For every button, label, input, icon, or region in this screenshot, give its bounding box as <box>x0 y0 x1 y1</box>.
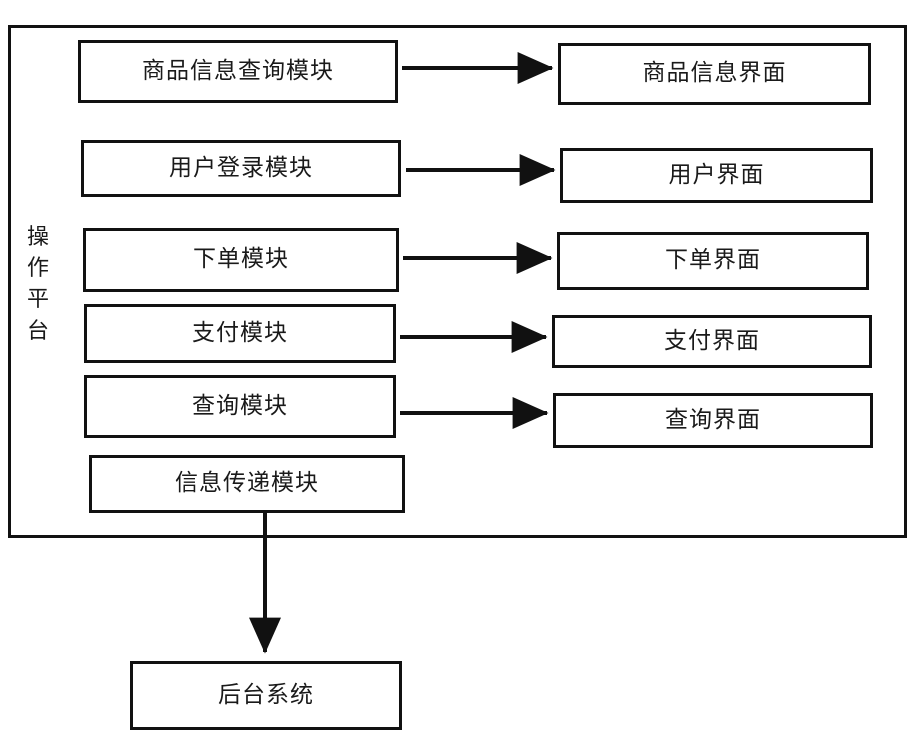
backend-system-box[interactable]: 后台系统 <box>130 661 402 730</box>
module-box-payment[interactable]: 支付模块 <box>84 304 396 363</box>
module-box-product-info-query[interactable]: 商品信息查询模块 <box>78 40 398 103</box>
module-label: 支付模块 <box>192 319 288 346</box>
interface-box-query[interactable]: 查询界面 <box>553 393 873 448</box>
platform-label-char-1: 操 <box>26 225 49 250</box>
operating-platform-frame <box>8 25 907 538</box>
platform-label-char-4: 台 <box>26 318 49 344</box>
module-label: 信息传递模块 <box>175 470 319 497</box>
platform-label-char-2: 作 <box>26 256 49 282</box>
interface-label: 查询界面 <box>665 406 761 433</box>
interface-label: 用户界面 <box>668 161 765 188</box>
module-label: 下单模块 <box>193 246 289 273</box>
module-box-user-login[interactable]: 用户登录模块 <box>81 140 401 197</box>
platform-label-char-3: 平 <box>26 287 49 313</box>
operating-platform-label: 操 作 平 台 <box>21 222 55 347</box>
backend-system-label: 后台系统 <box>218 681 314 708</box>
module-label: 查询模块 <box>192 392 288 419</box>
module-box-query[interactable]: 查询模块 <box>84 375 396 438</box>
interface-label: 支付界面 <box>664 327 760 354</box>
interface-box-user[interactable]: 用户界面 <box>560 148 873 203</box>
interface-box-payment[interactable]: 支付界面 <box>552 315 872 368</box>
interface-label: 商品信息界面 <box>642 60 787 87</box>
module-box-info-transfer[interactable]: 信息传递模块 <box>89 455 405 513</box>
module-label: 用户登录模块 <box>169 154 313 181</box>
interface-box-order[interactable]: 下单界面 <box>557 232 869 290</box>
interface-box-product-info[interactable]: 商品信息界面 <box>558 43 871 105</box>
module-label: 商品信息查询模块 <box>142 57 334 84</box>
interface-label: 下单界面 <box>665 247 761 274</box>
module-box-order[interactable]: 下单模块 <box>83 228 399 292</box>
